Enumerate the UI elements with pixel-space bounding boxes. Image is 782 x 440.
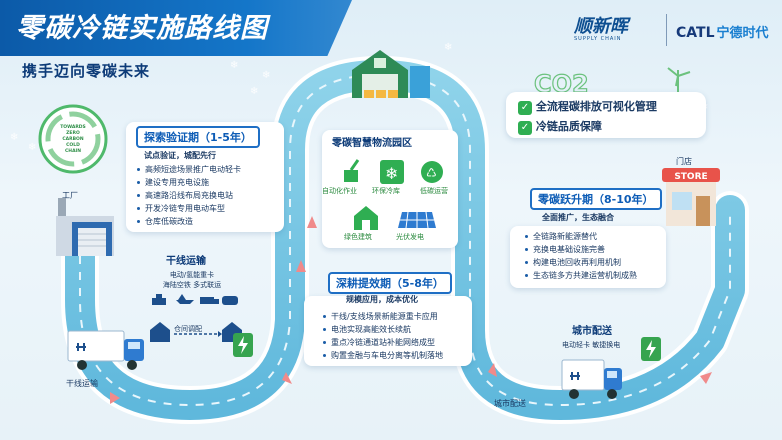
- co2-item-0: ✓ 全流程碳排放可视化管理: [518, 98, 657, 115]
- trunk-line-0: 电动/氢能重卡: [169, 271, 215, 279]
- trunk-line-1: 海陆空铁 多式联运: [162, 281, 222, 289]
- hub-label: 仓间调配: [174, 325, 202, 333]
- city-title: 城市配送: [572, 326, 612, 337]
- list-item: 购置金融与车电分离等机制落地: [322, 349, 443, 362]
- factory-icon: [56, 198, 114, 256]
- list-item: 开发冷链专用电动车型: [136, 202, 241, 215]
- svg-text:❄: ❄: [444, 42, 452, 53]
- city-bottom-label: 城市配送: [494, 399, 526, 408]
- phase3-title: 零碳跃升期（8-10年）: [530, 188, 662, 210]
- list-item: 全链路新能源替代: [524, 230, 637, 243]
- list-item: 干线/支线场景新能源重卡应用: [322, 310, 443, 323]
- green-building-icon: [354, 206, 378, 230]
- badge-line-3: COLD: [66, 142, 80, 148]
- phase2-list: 干线/支线场景新能源重卡应用 电池实现高能效长续航 重点冷链通道站补能网络成型 …: [322, 310, 443, 362]
- park-title: 零碳智慧物流园区: [332, 138, 412, 149]
- catl-cn: 宁德时代: [716, 26, 769, 41]
- badge-line-2: CARBON: [62, 136, 84, 142]
- phase2-subtitle: 规模应用，成本优化: [346, 295, 418, 304]
- zero-carbon-badge: TOWARDS ZERO CARBON COLD CHAIN: [38, 104, 108, 174]
- store-sign: STORE: [674, 172, 707, 182]
- logo1-tagline: SUPPLY CHAIN: [574, 36, 622, 42]
- check-icon: ✓: [518, 121, 532, 135]
- check-icon: ✓: [518, 101, 532, 115]
- phase1-title: 探索验证期（1-5年）: [136, 126, 260, 148]
- snowflake-icon: ❄: [380, 160, 404, 184]
- park-item-3: 绿色建筑: [344, 233, 372, 241]
- phase2-title: 深耕提效期（5-8年）: [328, 272, 452, 294]
- trunk-desc: 电动/氢能重卡 海陆空铁 多式联运: [160, 270, 224, 290]
- svg-text:❄: ❄: [250, 86, 258, 97]
- list-item: 电池实现高能效长续航: [322, 323, 443, 336]
- logo1-name: 顺新晖: [574, 16, 628, 37]
- list-item: 重点冷链通道站补能网络成型: [322, 336, 443, 349]
- catl-brand: CATL: [676, 25, 715, 41]
- co2-panel: ✓ 全流程碳排放可视化管理 ✓ 冷链品质保障: [506, 92, 706, 138]
- trunk-bottom-label: 干线运输: [66, 379, 98, 388]
- electric-truck-icon: [67, 330, 144, 370]
- co2-item-1: ✓ 冷链品质保障: [518, 118, 602, 135]
- list-item: 生态链多方共建运营机制成熟: [524, 269, 637, 282]
- list-item: 充换电基础设施完善: [524, 243, 637, 256]
- co2-item-0-text: 全流程碳排放可视化管理: [535, 100, 657, 113]
- phase3-list: 全链路新能源替代 充换电基础设施完善 构建电池回收再利用机制 生态链多方共建运营…: [524, 230, 637, 282]
- title-banner: [0, 0, 352, 56]
- list-item: 高速路沿线布局充换电站: [136, 189, 241, 202]
- phase1-card: 探索验证期（1-5年） 试点验证，城配先行 高频短途场景推广电动轻卡 建设专用充…: [126, 122, 284, 232]
- park-icons-row1: ❄ ♺: [344, 159, 443, 184]
- page-title: 零碳冷链实施路线图: [16, 13, 268, 44]
- phase1-subtitle: 试点验证，城配先行: [144, 151, 216, 160]
- park-item-0: 自动化作业: [322, 187, 357, 195]
- svg-text:❄: ❄: [28, 142, 36, 153]
- park-card: 零碳智慧物流园区: [322, 130, 458, 248]
- list-item: 高频短途场景推广电动轻卡: [136, 163, 241, 176]
- svg-text:❄: ❄: [262, 70, 270, 81]
- charger-icon: [233, 333, 253, 357]
- logo-divider: [666, 14, 667, 46]
- list-item: 构建电池回收再利用机制: [524, 256, 637, 269]
- list-item: 仓库低碳改造: [136, 215, 241, 228]
- recycle-icon: ♺: [421, 161, 443, 183]
- phase2-card: 规模应用，成本优化 干线/支线场景新能源重卡应用 电池实现高能效长续航 重点冷链…: [304, 295, 472, 366]
- phase1-list: 高频短途场景推广电动轻卡 建设专用充电设施 高速路沿线布局充换电站 开发冷链专用…: [136, 163, 241, 228]
- park-item-4: 光伏发电: [396, 233, 424, 241]
- park-icons-row2: [354, 206, 436, 230]
- svg-text:♺: ♺: [426, 166, 437, 180]
- smart-warehouse-icon: [352, 50, 430, 98]
- automation-icon: [344, 159, 360, 182]
- phase3-card: 全链路新能源替代 充换电基础设施完善 构建电池回收再利用机制 生态链多方共建运营…: [510, 226, 666, 288]
- multimodal-icons: [152, 294, 238, 305]
- svg-text:❄: ❄: [385, 164, 398, 183]
- park-item-1: 环保冷库: [372, 187, 400, 195]
- electric-van-icon: [561, 359, 622, 399]
- factory-label: 工厂: [62, 191, 78, 200]
- badge-line-1: ZERO: [66, 130, 80, 136]
- shunxinhui-logo: 顺新晖 SUPPLY CHAIN: [560, 14, 648, 46]
- co2-item-1-text: 冷链品质保障: [535, 120, 602, 133]
- svg-text:❄: ❄: [10, 132, 18, 143]
- city-sub: 电动轻卡 敏捷换电: [562, 341, 621, 349]
- store-label: 门店: [676, 157, 692, 166]
- page-subtitle: 携手迈向零碳未来: [22, 62, 151, 80]
- badge-line-4: CHAIN: [65, 148, 81, 154]
- swap-station-icon: [641, 337, 661, 361]
- svg-text:❄: ❄: [230, 60, 238, 71]
- phase3-subtitle: 全面推广，生态融合: [542, 213, 614, 222]
- store-icon: STORE: [662, 168, 720, 226]
- badge-line-0: TOWARDS: [60, 124, 86, 130]
- list-item: 建设专用充电设施: [136, 176, 241, 189]
- solar-panel-icon: [398, 211, 436, 229]
- park-item-2: 低碳运营: [420, 187, 448, 195]
- trunk-title: 干线运输: [166, 256, 206, 267]
